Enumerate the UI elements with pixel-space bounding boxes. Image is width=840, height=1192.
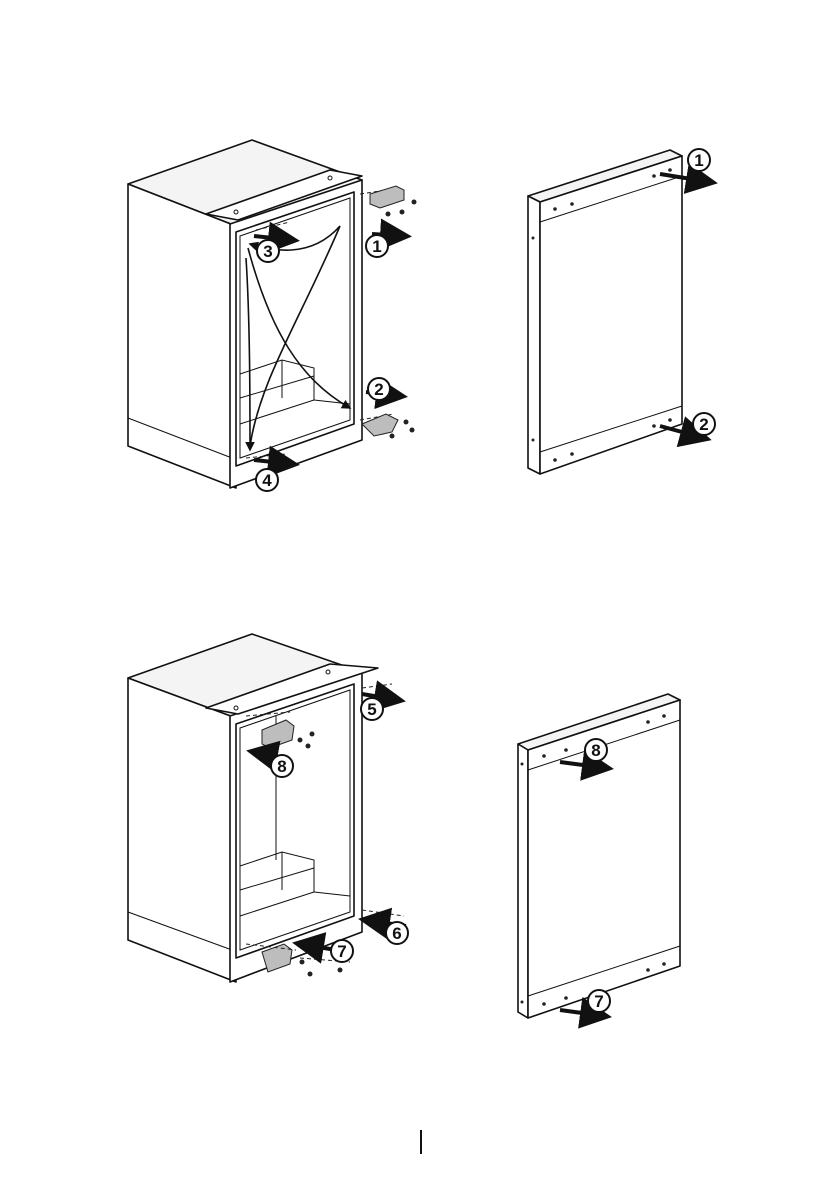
step-8-callout: 8: [271, 755, 293, 777]
svg-text:8: 8: [591, 741, 600, 760]
door-panel-top: [528, 150, 710, 474]
step-6-callout: 6: [386, 922, 408, 944]
fridge-cabinet-top: [128, 140, 417, 488]
svg-text:4: 4: [262, 471, 272, 490]
svg-text:2: 2: [374, 380, 383, 399]
svg-text:5: 5: [367, 700, 376, 719]
step-3-callout: 3: [257, 240, 279, 262]
step-4-callout: 4: [256, 469, 278, 491]
svg-text:8: 8: [277, 757, 286, 776]
step-2-callout: 2: [368, 378, 390, 400]
step-7-callout: 7: [331, 940, 353, 962]
svg-text:1: 1: [694, 151, 703, 170]
step-5-callout: 5: [361, 698, 383, 720]
svg-text:7: 7: [337, 942, 346, 961]
svg-text:1: 1: [372, 237, 381, 256]
step-1-callout: 1: [366, 235, 388, 257]
svg-text:3: 3: [263, 242, 272, 261]
svg-text:7: 7: [594, 992, 603, 1011]
svg-text:6: 6: [392, 924, 401, 943]
fridge-cabinet-bottom: [128, 634, 406, 982]
step-7-door-callout: 7: [588, 990, 610, 1012]
page-separator: [420, 1130, 422, 1154]
step-2-door-callout: 2: [693, 413, 715, 435]
step-8-door-callout: 8: [585, 739, 607, 761]
step-1-door-callout: 1: [688, 149, 710, 171]
svg-text:2: 2: [699, 415, 708, 434]
